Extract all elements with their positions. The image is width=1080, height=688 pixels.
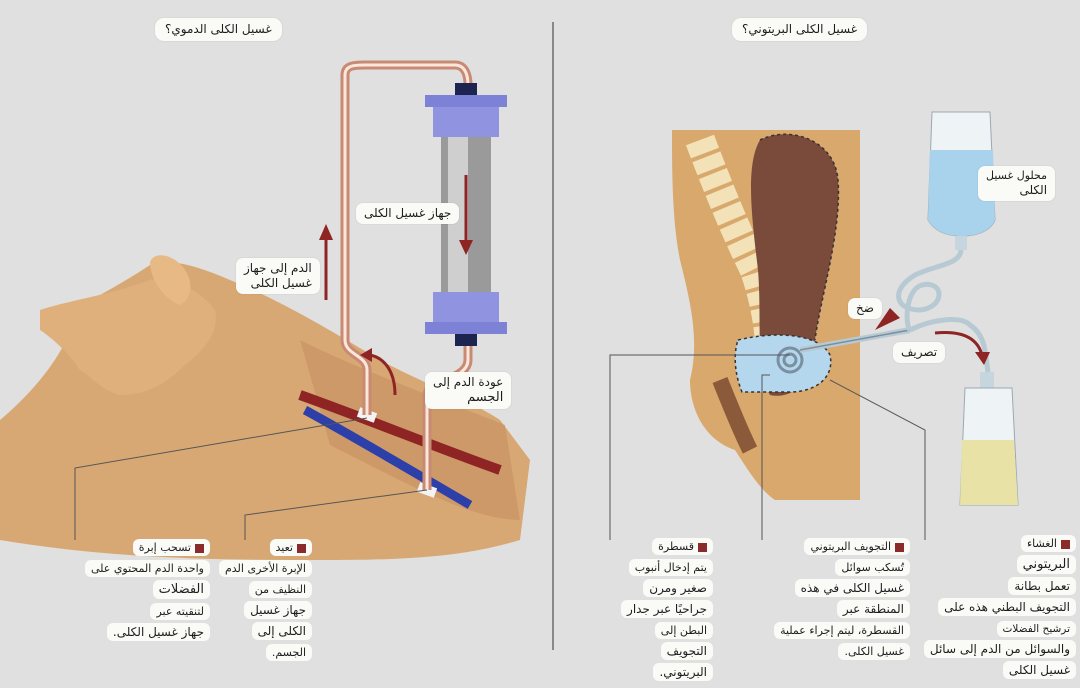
peritoneal-cavity xyxy=(734,334,832,393)
drain-arrow xyxy=(934,330,984,356)
bullet-square xyxy=(698,542,707,552)
solution-label: محلول غسيل الكلى xyxy=(978,166,1056,201)
note-catheter: قسطرة يتم إدخال أنبوب صغير ومرن جراحيًا … xyxy=(603,535,713,682)
organ xyxy=(751,134,839,396)
pump-label: ضخ xyxy=(848,298,882,319)
thumb xyxy=(150,255,191,305)
bullet-square xyxy=(297,543,306,553)
bullet-square xyxy=(895,542,904,552)
blood-to-machine-label: الدم إلى جهاز غسيل الكلى xyxy=(236,258,320,294)
note-cavity: التجويف البريتوني تُسكب سوائل غسيل الكلى… xyxy=(755,535,910,661)
hemodialysis-title: غسيل الكلى الدموي؟ xyxy=(155,18,282,41)
blood-return-label: عودة الدم إلى الجسم xyxy=(425,372,512,410)
forearm-shade xyxy=(300,340,520,520)
note-return-blood: تعيد الإبرة الأخرى الدم النظيف من جهاز غ… xyxy=(218,536,312,662)
peritoneal-dialysis-title: غسيل الكلى البريتوني؟ xyxy=(732,18,868,41)
artery xyxy=(298,390,502,475)
drain-label: تصريف xyxy=(893,342,946,363)
vein xyxy=(302,406,473,509)
arrow-return xyxy=(369,353,397,396)
note-membrane: الغشاء البريتوني تعمل بطانة التجويف البط… xyxy=(918,532,1076,680)
drain-bag xyxy=(959,372,1019,506)
pump-arrow xyxy=(875,308,900,330)
hand xyxy=(40,279,216,395)
dialyzer xyxy=(425,83,507,346)
bullet-square xyxy=(195,543,204,553)
pelvis xyxy=(712,377,758,454)
dialyzer-label: جهاز غسيل الكلى xyxy=(356,203,460,224)
bullet-square xyxy=(1061,539,1070,549)
note-draw-blood: تسحب إبرة واحدة الدم المحتوي على الفضلات… xyxy=(70,536,210,642)
